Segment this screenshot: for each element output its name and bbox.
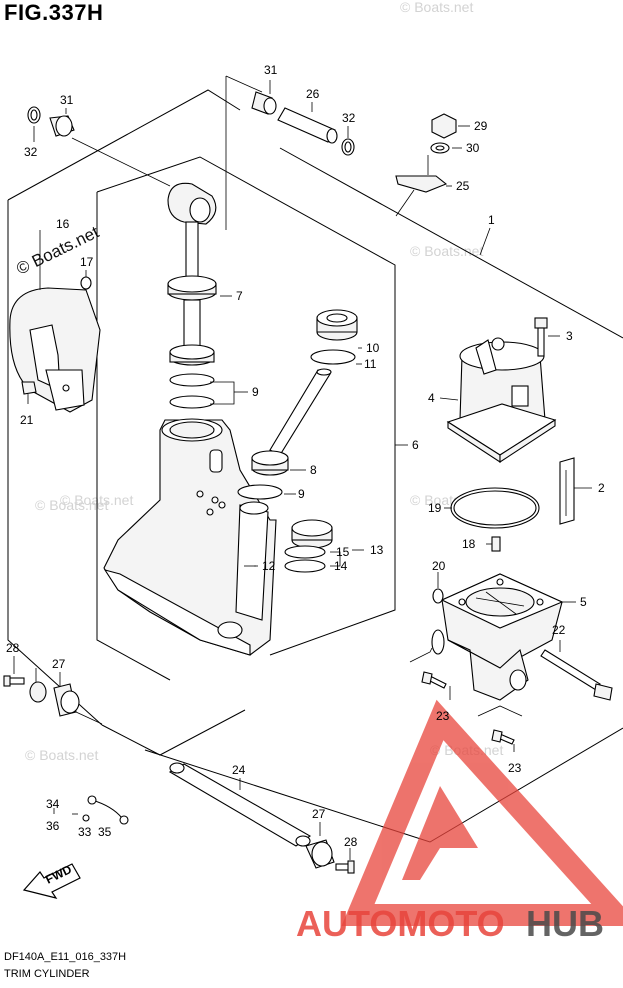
fwd-arrow-icon: FWD xyxy=(22,862,81,899)
nut-29-washer-30-bracket-25 xyxy=(395,113,470,217)
callout-33: 33 xyxy=(78,825,92,839)
callout-32: 32 xyxy=(342,111,356,125)
brand-wordmark-left: AUTOMOTO xyxy=(296,903,505,944)
cylinder-body xyxy=(103,182,277,656)
callout-9: 9 xyxy=(252,385,259,399)
callout-31: 31 xyxy=(264,63,278,77)
callout-8: 8 xyxy=(310,463,317,477)
callout-12: 12 xyxy=(262,559,276,573)
leader-lines xyxy=(13,80,576,860)
callout-7: 7 xyxy=(236,289,243,303)
callout-2: 2 xyxy=(598,481,605,495)
callout-3: 3 xyxy=(566,329,573,343)
callout-4: 4 xyxy=(428,391,435,405)
pin-24-group xyxy=(168,762,355,874)
callout-35: 35 xyxy=(98,825,112,839)
callout-25: 25 xyxy=(456,179,470,193)
watermark-boats: © Boats.net xyxy=(410,243,483,259)
callout-23: 23 xyxy=(508,761,522,775)
callout-29: 29 xyxy=(474,119,488,133)
callout-18: 18 xyxy=(462,537,476,551)
callout-34: 34 xyxy=(46,797,60,811)
callout-11: 11 xyxy=(364,357,377,371)
ground-wire-group xyxy=(72,795,129,825)
pump-body-5 xyxy=(409,573,613,752)
callout-13: 13 xyxy=(370,543,384,557)
callout-27: 27 xyxy=(52,657,66,671)
callout-28: 28 xyxy=(6,641,20,655)
watermark-boats: © Boats.net xyxy=(25,747,98,763)
cover-16-group xyxy=(9,230,101,413)
callout-16: 16 xyxy=(56,217,70,231)
callout-1: 1 xyxy=(488,213,495,227)
callout-15: 15 xyxy=(336,545,350,559)
figure-title: FIG.337H xyxy=(4,0,104,25)
figure-model-code: DF140A_E11_016_337H xyxy=(4,951,127,963)
secondary-rod-assembly xyxy=(237,309,358,573)
callout-20: 20 xyxy=(432,559,446,573)
callout-23: 23 xyxy=(436,709,450,723)
callout-21: 21 xyxy=(20,413,34,427)
callout-10: 10 xyxy=(366,341,380,355)
callout-30: 30 xyxy=(466,141,480,155)
callout-32: 32 xyxy=(24,145,38,159)
callout-36: 36 xyxy=(46,819,60,833)
bushing-31-left xyxy=(27,106,171,187)
lower-left-bushings xyxy=(3,675,103,725)
figure-name: TRIM CYLINDER xyxy=(4,968,90,980)
watermark-boats: © Boats.net xyxy=(400,0,473,15)
callout-24: 24 xyxy=(232,763,246,777)
callout-9: 9 xyxy=(298,487,305,501)
callout-22: 22 xyxy=(552,623,566,637)
motor-4-group xyxy=(446,317,592,552)
callout-28: 28 xyxy=(344,835,358,849)
callout-19: 19 xyxy=(428,501,442,515)
brand-logo-triangle xyxy=(341,699,623,926)
callout-14: 14 xyxy=(334,559,348,573)
callout-31: 31 xyxy=(60,93,74,107)
pin-26-group xyxy=(225,75,355,230)
callout-26: 26 xyxy=(306,87,320,101)
callout-5: 5 xyxy=(580,595,587,609)
brand-wordmark-right: HUB xyxy=(526,903,604,944)
watermark-boats: © Boats.net xyxy=(35,497,108,513)
callout-labels: 31 26 32 31 32 29 30 25 1 16 17 7 3 10 1… xyxy=(6,63,605,849)
callout-6: 6 xyxy=(412,438,419,452)
callout-17: 17 xyxy=(80,255,94,269)
callout-27: 27 xyxy=(312,807,326,821)
